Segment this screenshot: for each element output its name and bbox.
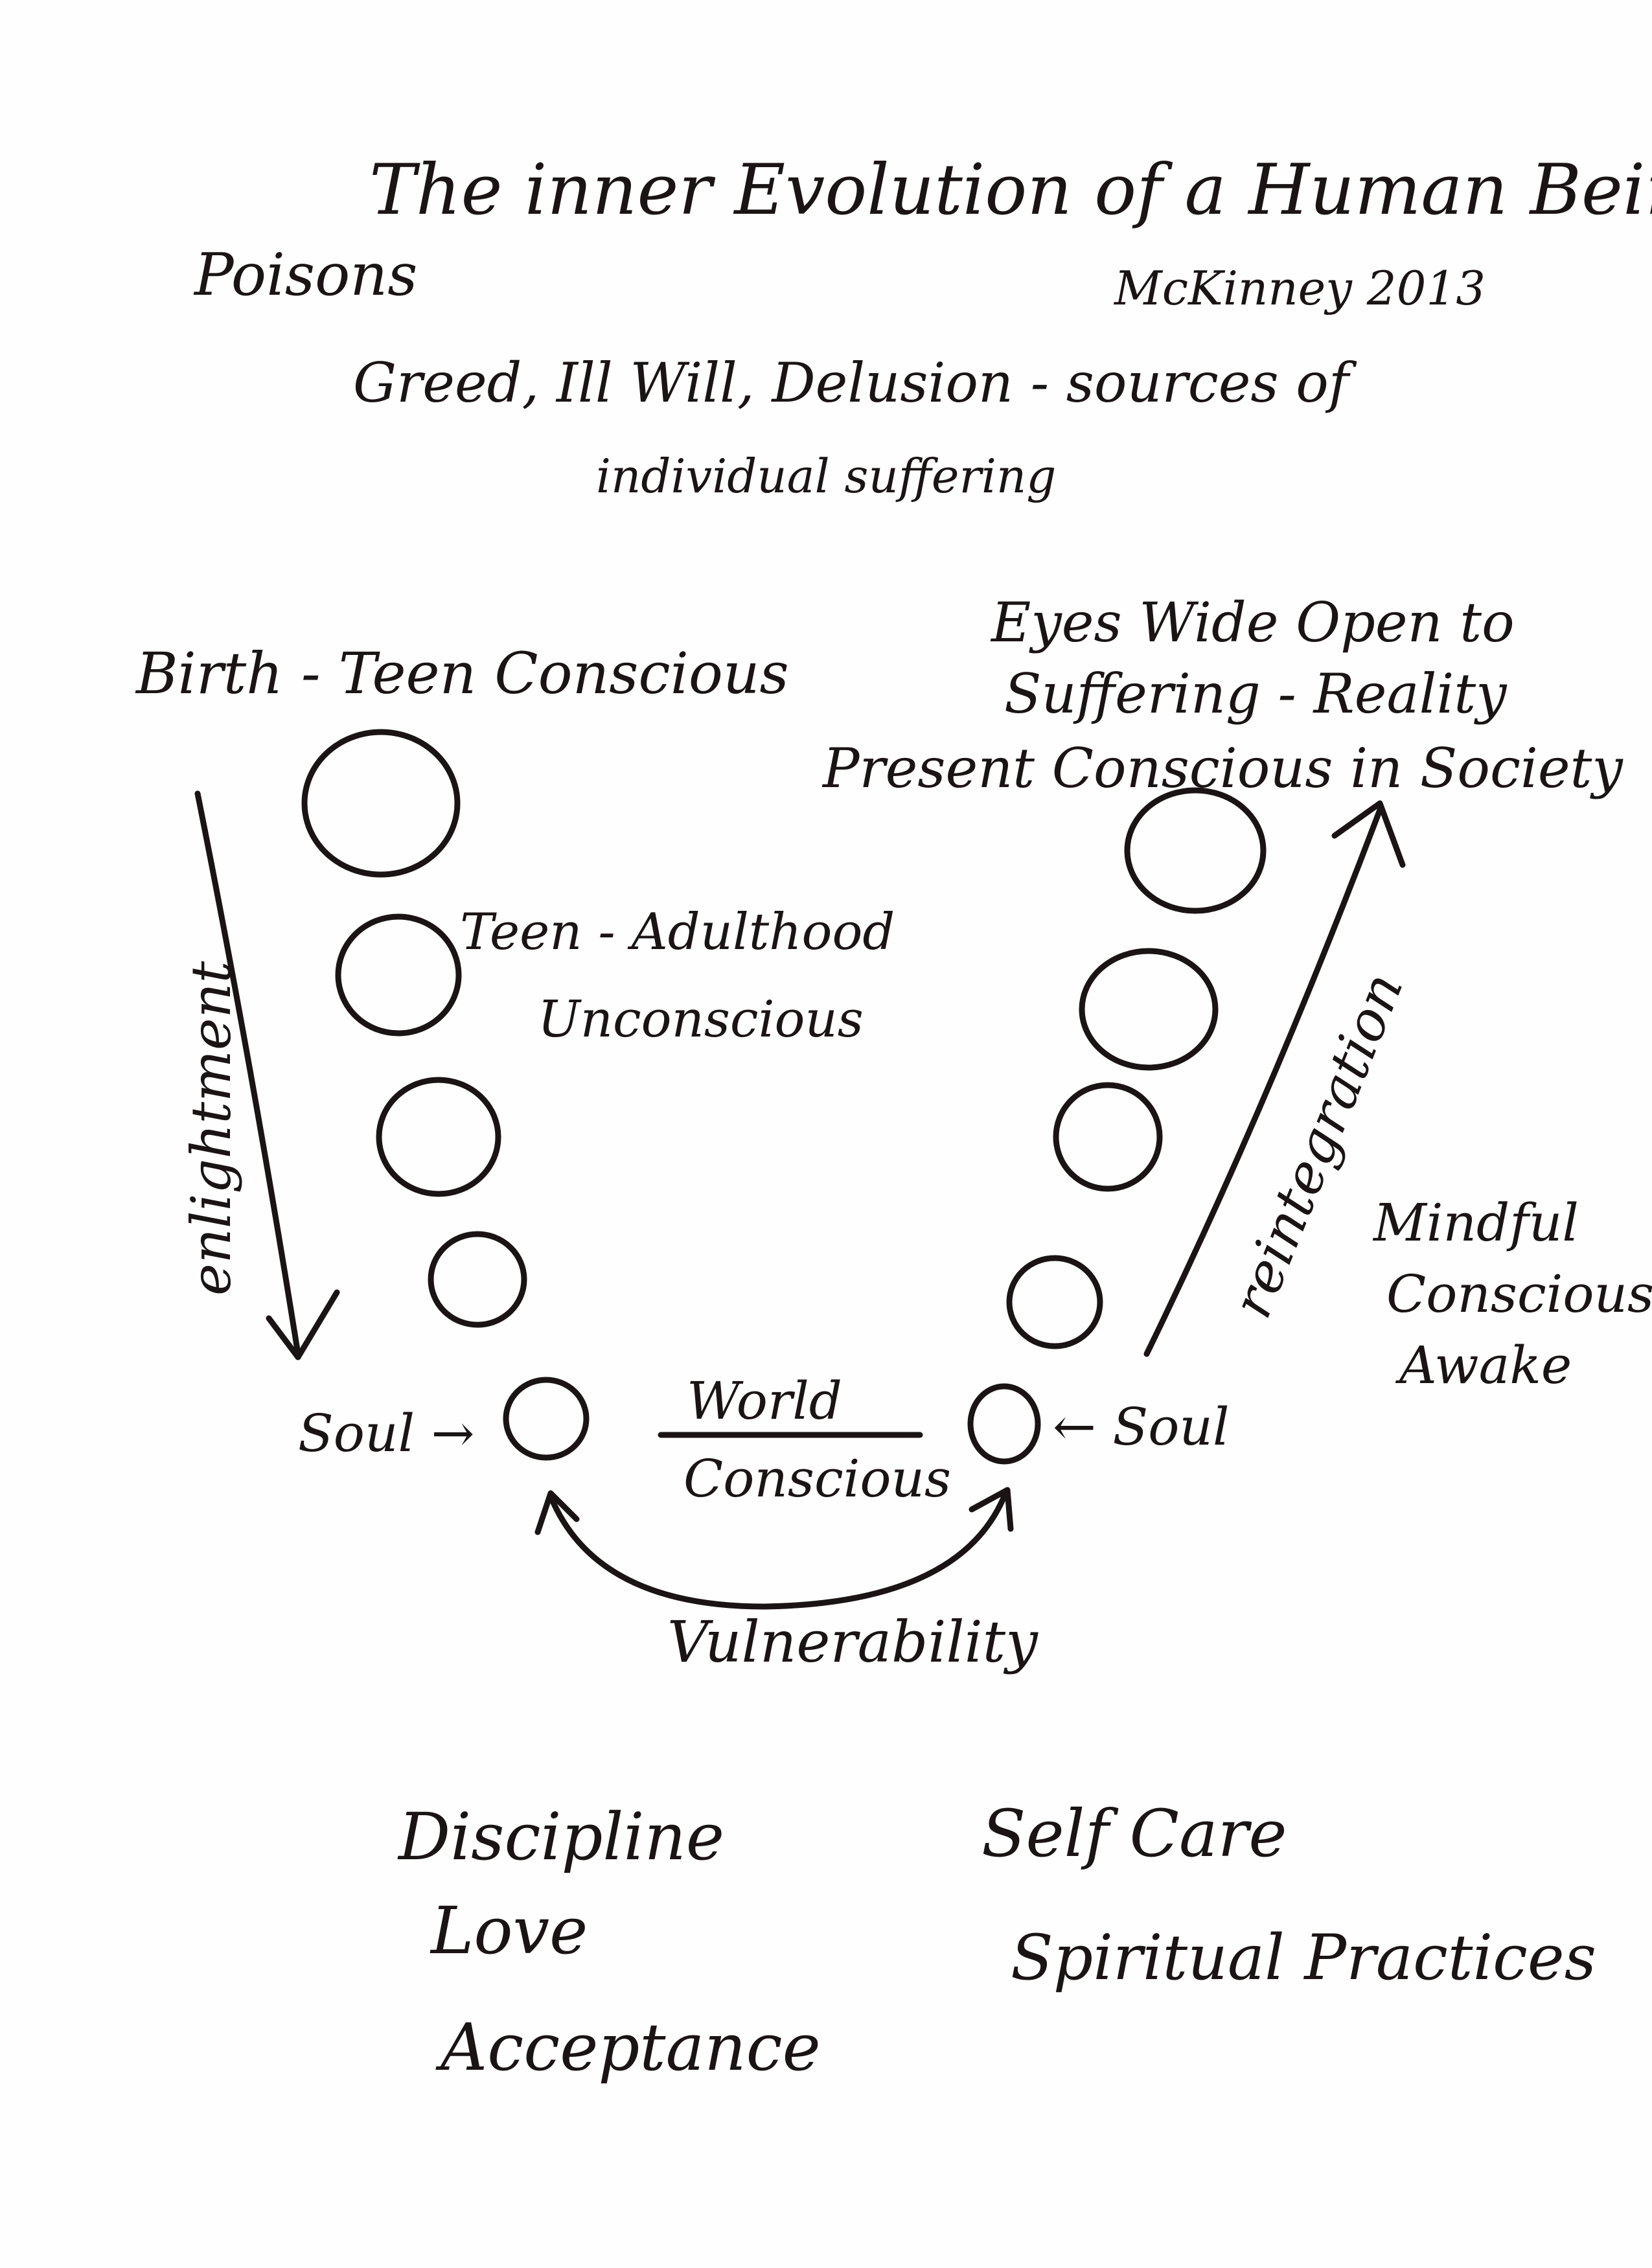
stage-circle-left-1 <box>301 729 461 878</box>
vulnerability-arrowhead-right <box>969 1487 1014 1532</box>
diagram-title: The inner Evolution of a Human Being <box>369 150 1652 231</box>
enlightment-label: enlightment <box>179 961 243 1296</box>
poisons-line-1: Greed, Ill Will, Delusion - sources of <box>353 351 1357 415</box>
mindful-line-2: Conscious <box>1386 1264 1652 1324</box>
eyes-open-line-3: Present Conscious in Society <box>821 737 1623 800</box>
conscious-label: Conscious <box>683 1449 951 1509</box>
vulnerability-arc <box>547 1493 1007 1610</box>
eyes-open-line-2: Suffering - Reality <box>1004 662 1508 726</box>
world-label: World <box>687 1371 842 1431</box>
mindful-line-3: Awake <box>1395 1335 1572 1395</box>
stage-circle-right-1 <box>1124 787 1267 914</box>
stage-circle-right-2 <box>1079 948 1219 1071</box>
teen-adult-line-2: Unconscious <box>538 991 864 1049</box>
stage-circle-left-3 <box>376 1077 501 1197</box>
stage-circle-left-4 <box>428 1231 527 1328</box>
poisons-heading: Poisons <box>193 241 417 309</box>
soul-circle-right <box>967 1383 1041 1465</box>
author-year: McKinney 2013 <box>1113 261 1486 315</box>
birth-teen-label: Birth - Teen Conscious <box>135 640 789 707</box>
stage-circle-right-3 <box>1053 1082 1163 1192</box>
practice-spiritual: Spiritual Practices <box>1011 1921 1596 1994</box>
practice-acceptance: Acceptance <box>435 2010 821 2085</box>
teen-adult-line-1: Teen - Adulthood <box>460 903 895 961</box>
eyes-open-line-1: Eyes Wide Open to <box>990 591 1515 654</box>
soul-label-left: Soul → <box>298 1403 475 1463</box>
practice-discipline: Discipline <box>397 1799 724 1875</box>
reintegration-arrowhead <box>1331 800 1406 868</box>
soul-circle-left <box>503 1377 590 1461</box>
practice-love: Love <box>430 1893 588 1969</box>
vulnerability-label: Vulnerability <box>667 1609 1038 1675</box>
soul-label-right: ← Soul <box>1053 1397 1230 1457</box>
poisons-line-2: individual suffering <box>596 449 1056 503</box>
mindful-line-1: Mindful <box>1372 1193 1579 1253</box>
enlightment-arrowhead <box>266 1289 340 1360</box>
stage-circle-right-4 <box>1006 1255 1103 1349</box>
practice-self-care: Self Care <box>981 1796 1287 1872</box>
vulnerability-arrowhead-left <box>534 1490 580 1535</box>
enlightment-arrow <box>194 790 301 1357</box>
stage-circle-left-2 <box>335 913 462 1037</box>
reintegration-arrow <box>1143 807 1383 1357</box>
